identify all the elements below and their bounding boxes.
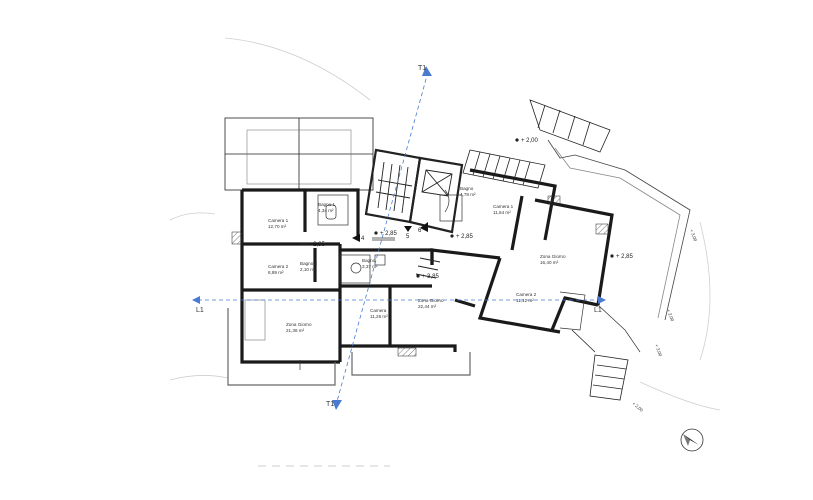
stair-number-5: 5 [406, 234, 410, 240]
level-marker-symbols [302, 138, 614, 278]
interior-lines [227, 189, 641, 386]
section-labels: T1 T1 L1 L1 [196, 65, 602, 408]
terrain-label-3: + 3,00 [654, 344, 663, 358]
room-zona-giorno-left-name: Zona Giorno [286, 322, 312, 327]
room-camera-2-right-area: 11,12 m² [516, 298, 534, 303]
room-bagno-center-area: 3,37 m² [362, 264, 378, 269]
stair-number-4: 4 [361, 236, 365, 242]
room-camera-center-area: 11,26 m² [370, 314, 388, 319]
room-camera-1-left-area: 12,70 m² [268, 224, 287, 229]
terrain-lines [169, 37, 721, 411]
room-zona-giorno-center-area: 22,44 m² [418, 304, 437, 309]
room-bagno-upper-name: Bagno [460, 186, 474, 191]
room-zona-giorno-right-name: Zona Giorno [540, 254, 566, 259]
exterior-stairs [462, 99, 691, 401]
terrain-label-2: + 2,00 [666, 309, 675, 323]
room-bagno-2-name: Bagno 2 [300, 261, 318, 266]
level-labels: + 2,00 + 2,85 + 2,85 + 2,85 + 2,85 + 3,8… [308, 138, 634, 280]
section-t1-top: T1 [418, 65, 426, 72]
terrain-label-1: + 3,00 [689, 229, 698, 243]
north-arrow-icon [680, 428, 704, 452]
level-label-285-center: + 2,85 [380, 231, 398, 237]
room-bagno-upper-area: 4,78 m² [460, 192, 476, 197]
roof-outline [224, 117, 374, 191]
room-camera-2-left-area: 8,89 m² [268, 270, 284, 275]
terrain-label-4: + 2,00 [631, 401, 644, 413]
room-zona-giorno-right-area: 16,40 m² [540, 260, 559, 265]
level-label-200: + 2,00 [521, 138, 539, 144]
level-label-285-mid: + 2,85 [456, 234, 474, 240]
room-bagno-1-name: Bagno 1 [318, 202, 336, 207]
section-l1-left: L1 [196, 307, 204, 314]
hatched-walls [231, 195, 609, 357]
room-camera-center-name: Camera [370, 308, 387, 313]
stair-number-6: 6 [418, 228, 422, 234]
level-label-285-right: + 2,85 [616, 254, 634, 260]
room-camera-1-right-area: 11,64 m² [493, 210, 511, 215]
room-camera-1-right-name: Camera 1 [493, 204, 514, 209]
room-zona-giorno-left-area: 21,38 m² [286, 328, 305, 333]
stair-arrows [352, 222, 428, 242]
section-markers [192, 66, 606, 410]
room-bagno-center-name: Bagno [362, 258, 376, 263]
section-t1-bottom: T1 [326, 401, 334, 408]
stair-core [364, 148, 464, 279]
room-bagno-1-area: 4,34 m² [318, 208, 334, 213]
room-zona-giorno-center-name: Zona Giorno [418, 298, 444, 303]
room-camera-2-left-name: Camera 2 [268, 264, 289, 269]
room-camera-1-left-name: Camera 1 [268, 218, 289, 223]
room-camera-2-right-name: Camera 2 [516, 292, 537, 297]
section-l1-right: L1 [594, 307, 602, 314]
level-label-385: + 3,85 [422, 274, 440, 280]
stair-numbers: 4 5 6 [361, 228, 422, 242]
room-labels: Camera 1 12,70 m² Bagno 1 4,34 m² Camera… [268, 186, 566, 333]
room-bagno-2-area: 2,10 m² [300, 267, 316, 272]
terrain-labels: + 3,00 + 2,00 + 3,00 + 2,00 [631, 229, 698, 413]
level-label-285-left: + 2,85 [308, 242, 326, 248]
section-lines [198, 71, 600, 406]
